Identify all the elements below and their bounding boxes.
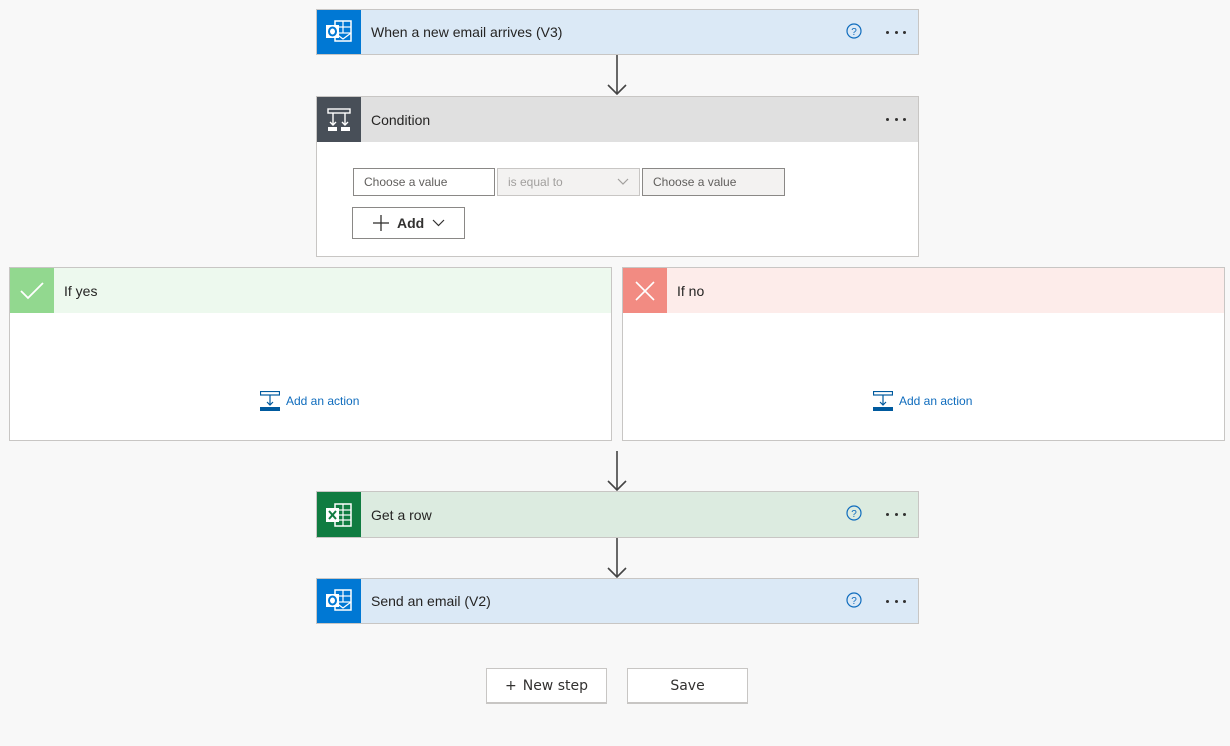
if-yes-add-action-link[interactable]: Add an action — [260, 391, 359, 411]
add-action-icon — [873, 391, 893, 411]
svg-text:?: ? — [851, 509, 857, 520]
condition-operator-select[interactable]: is equal to — [497, 168, 640, 196]
help-icon[interactable]: ? — [846, 505, 862, 521]
if-yes-body: Add an action — [10, 313, 611, 440]
condition-icon — [317, 97, 361, 142]
more-options-icon[interactable] — [884, 504, 908, 524]
save-label: Save — [670, 677, 705, 694]
plus-icon — [373, 215, 389, 231]
new-step-label: New step — [522, 677, 588, 694]
if-no-body: Add an action — [623, 313, 1224, 440]
send-email-header[interactable]: Send an email (V2) ? — [317, 579, 918, 623]
if-no-add-action-link[interactable]: Add an action — [873, 391, 972, 411]
save-button[interactable]: Save — [627, 668, 748, 704]
condition-right-placeholder: Choose a value — [653, 175, 737, 189]
condition-header[interactable]: Condition — [317, 97, 918, 142]
outlook-icon — [317, 579, 361, 623]
send-email-card[interactable]: Send an email (V2) ? — [316, 578, 919, 624]
checkmark-icon — [10, 268, 54, 313]
condition-card[interactable]: Condition Choose a value is equal to Cho… — [316, 96, 919, 257]
arrow-down-icon — [607, 451, 627, 492]
if-no-branch: If no Add an action — [622, 267, 1225, 441]
get-row-header[interactable]: Get a row ? — [317, 492, 918, 537]
add-condition-button[interactable]: Add — [352, 207, 465, 239]
if-no-header: If no — [623, 268, 1224, 313]
get-row-card[interactable]: Get a row ? — [316, 491, 919, 538]
svg-text:?: ? — [851, 596, 857, 607]
arrow-down-icon — [607, 55, 627, 96]
outlook-icon — [317, 10, 361, 54]
chevron-down-icon — [617, 178, 629, 185]
more-options-icon[interactable] — [884, 591, 908, 611]
condition-title: Condition — [371, 111, 431, 128]
get-row-title: Get a row — [371, 506, 432, 523]
if-yes-header: If yes — [10, 268, 611, 313]
new-step-button[interactable]: + New step — [486, 668, 607, 704]
plus-icon: + — [504, 677, 517, 694]
excel-icon — [317, 492, 361, 537]
if-no-title: If no — [677, 282, 705, 299]
chevron-down-icon — [432, 219, 445, 227]
trigger-title: When a new email arrives (V3) — [371, 24, 563, 40]
more-options-icon[interactable] — [884, 109, 908, 129]
trigger-card[interactable]: When a new email arrives (V3) ? — [316, 9, 919, 55]
if-yes-add-action-label: Add an action — [286, 394, 360, 408]
more-options-icon[interactable] — [884, 22, 908, 42]
trigger-header[interactable]: When a new email arrives (V3) ? — [317, 10, 918, 54]
if-no-add-action-label: Add an action — [899, 394, 973, 408]
condition-right-value-input[interactable]: Choose a value — [642, 168, 785, 196]
svg-text:?: ? — [851, 27, 857, 38]
help-icon[interactable]: ? — [846, 592, 862, 608]
close-icon — [623, 268, 667, 313]
if-yes-branch: If yes Add an action — [9, 267, 612, 441]
add-action-icon — [260, 391, 280, 411]
send-email-title: Send an email (V2) — [371, 593, 491, 609]
condition-left-placeholder: Choose a value — [364, 175, 448, 189]
help-icon[interactable]: ? — [846, 23, 862, 39]
arrow-down-icon — [607, 538, 627, 579]
condition-operator-value: is equal to — [508, 175, 563, 189]
if-yes-title: If yes — [64, 282, 98, 299]
add-condition-label: Add — [397, 215, 425, 231]
condition-left-value-input[interactable]: Choose a value — [353, 168, 495, 196]
